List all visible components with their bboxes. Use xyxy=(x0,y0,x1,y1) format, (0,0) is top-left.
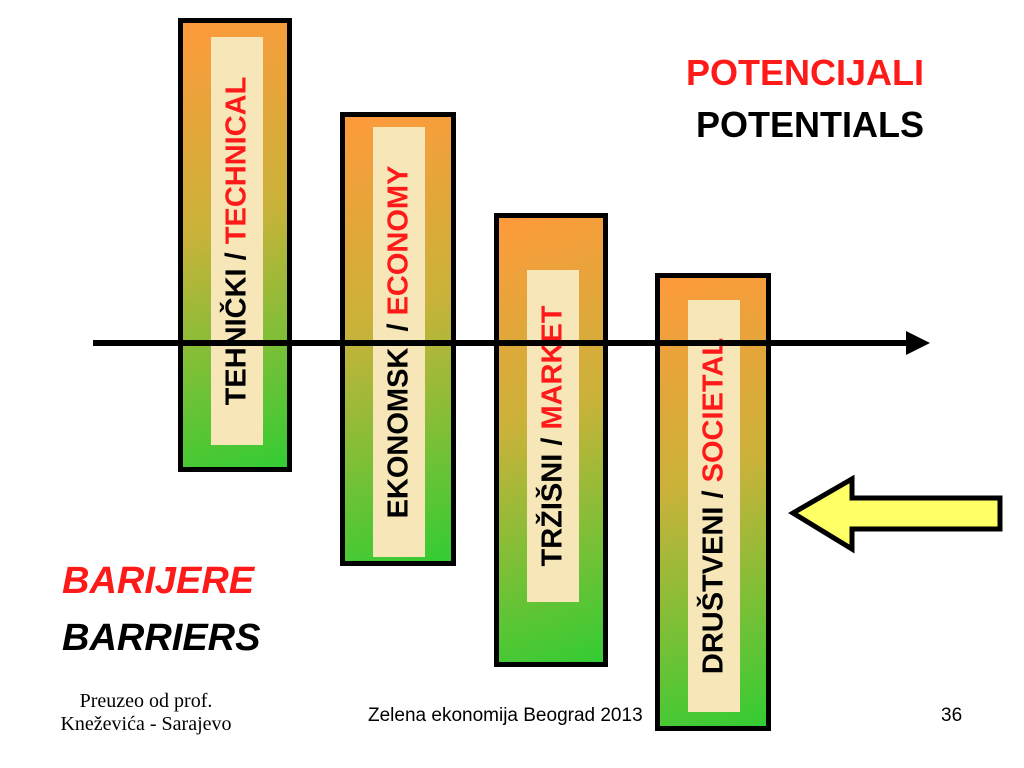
bar-market: TRŽIŠNI / MARKET xyxy=(494,213,608,667)
bar-technical-label-box: TEHNIČKI / TECHNICAL xyxy=(211,37,263,445)
bar-market-label-box: TRŽIŠNI / MARKET xyxy=(527,270,579,602)
page-number: 36 xyxy=(941,705,963,726)
credit-line-1: Preuzeo od prof. xyxy=(79,690,213,712)
bar-technical: TEHNIČKI / TECHNICAL xyxy=(178,18,292,472)
title-potentials: POTENTIALS xyxy=(695,104,924,145)
horizontal-arrow-icon xyxy=(93,331,930,355)
footer-center: Zelena ekonomija Beograd 2013 xyxy=(368,705,643,726)
bar-societal-label-box: DRUŠTVENI / SOCIETAL xyxy=(688,300,740,712)
left-arrow-icon xyxy=(788,474,1003,554)
title-potencijali: POTENCIJALI xyxy=(685,52,924,93)
barriers-english: BARRIERS xyxy=(62,617,261,659)
credit-line-2: Kneževića - Sarajevo xyxy=(60,713,232,735)
bar-societal: DRUŠTVENI / SOCIETAL xyxy=(655,273,771,731)
barriers-local: BARIJERE xyxy=(62,560,255,602)
credit: Preuzeo od prof. Kneževića - Sarajevo xyxy=(46,690,246,736)
